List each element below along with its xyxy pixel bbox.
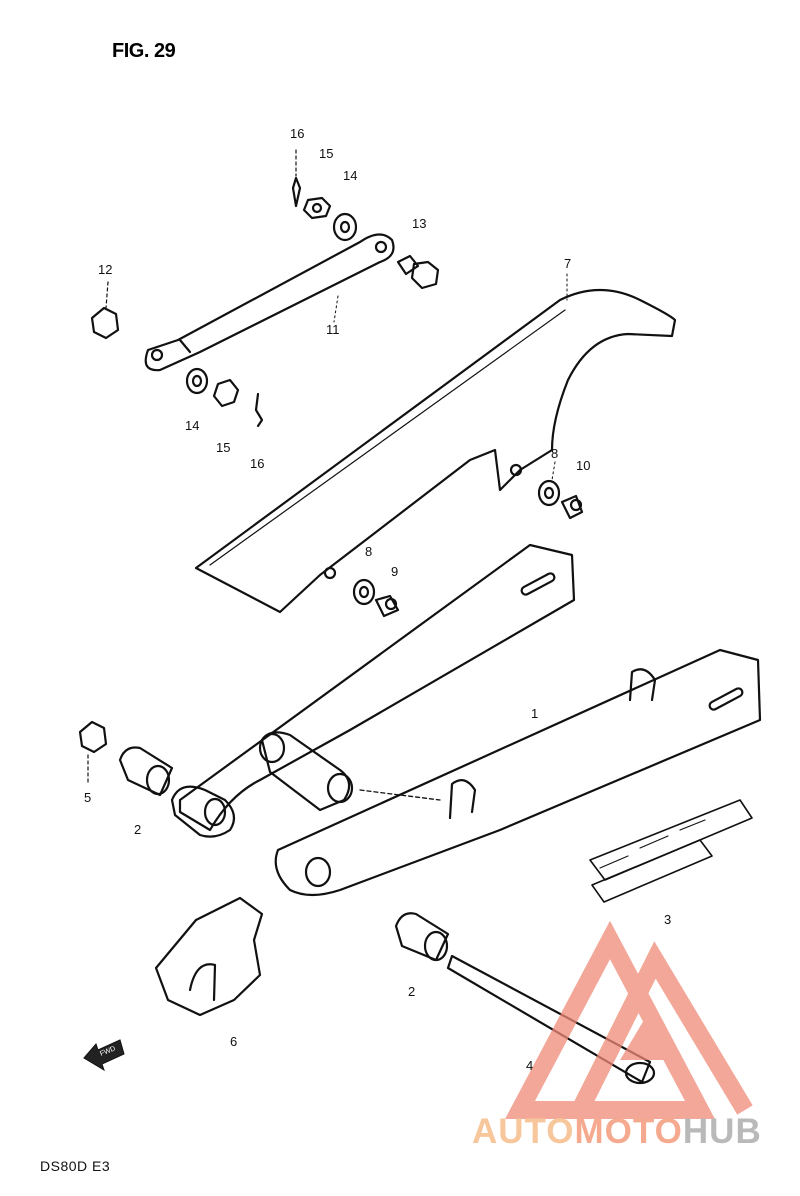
cotter-pin-top <box>291 149 302 208</box>
part-label: 15 <box>319 146 334 161</box>
decal-3 <box>589 799 753 903</box>
part-label: 7 <box>564 256 572 271</box>
lower-fasteners <box>185 367 264 428</box>
model-code: DS80D E3 <box>40 1158 111 1174</box>
nut-top <box>302 196 332 220</box>
part-label: 1 <box>531 706 539 721</box>
washer-top <box>332 212 358 242</box>
watermark-logo-icon <box>505 920 753 1119</box>
torque-link <box>144 233 395 372</box>
part-label: 11 <box>326 322 340 337</box>
washer-8-lower <box>352 578 376 606</box>
part-label: 8 <box>365 544 373 559</box>
bolt-9 <box>374 594 400 618</box>
part-label: 2 <box>408 984 416 999</box>
part-label: 16 <box>290 126 305 141</box>
bushing-right <box>394 912 450 962</box>
part-label: 15 <box>216 440 231 455</box>
chain-case <box>194 288 677 614</box>
part-label: 5 <box>84 790 92 805</box>
part-label: 4 <box>526 1058 534 1073</box>
bushing-left <box>118 746 174 797</box>
part-label: 9 <box>391 564 399 579</box>
part-label: 16 <box>250 456 265 471</box>
nut-12 <box>90 281 120 340</box>
watermark-part2: MOTO <box>574 1112 683 1151</box>
part-label: 10 <box>576 458 591 473</box>
part-label: 8 <box>551 446 559 461</box>
part-label: 12 <box>98 262 113 277</box>
part-label: 14 <box>185 418 200 433</box>
swing-arm <box>170 543 762 897</box>
figure-title: FIG. 29 <box>112 40 176 62</box>
part-label: 6 <box>230 1034 238 1049</box>
watermark-text: AUTOMOTOHUB <box>472 1112 762 1152</box>
watermark-part1: AUTO <box>472 1112 575 1151</box>
part-label: 14 <box>343 168 358 183</box>
washer-8-upper <box>537 479 561 507</box>
part-label: 13 <box>412 216 427 231</box>
watermark-part3: HUB <box>682 1112 762 1151</box>
bolt-10 <box>560 494 584 520</box>
front-direction-arrow-icon: FWD <box>83 1039 125 1072</box>
chain-pad <box>154 896 264 1017</box>
part-label: 2 <box>134 822 142 837</box>
part-label: 3 <box>664 912 672 927</box>
bolt-13 <box>396 254 440 290</box>
pivot-shaft <box>446 954 656 1085</box>
nut-5 <box>78 720 108 786</box>
